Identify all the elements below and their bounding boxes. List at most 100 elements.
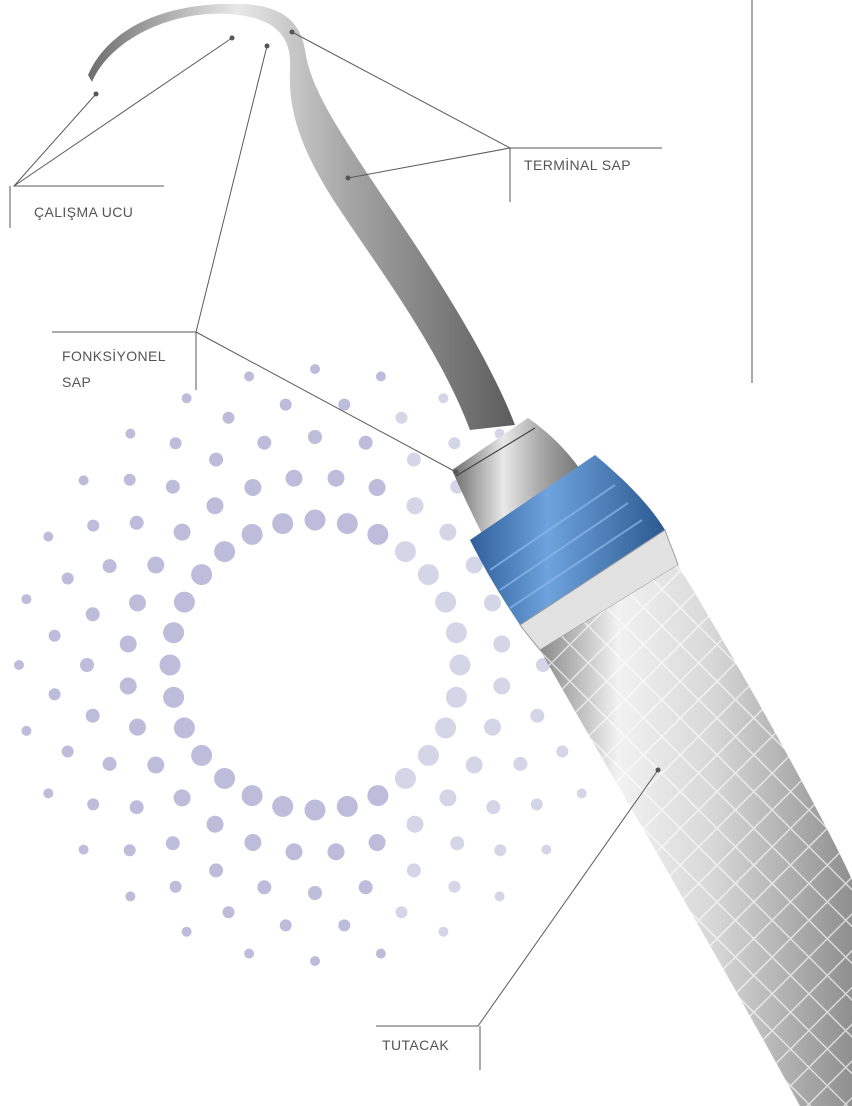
decor-dot <box>556 746 568 758</box>
decor-dot <box>577 788 587 798</box>
label-functional-shank-line2: SAP <box>62 372 91 393</box>
decor-dot <box>244 834 261 851</box>
decor-dot <box>120 678 137 695</box>
decor-dot <box>14 660 24 670</box>
decor-dot <box>493 678 510 695</box>
decor-dot <box>541 845 551 855</box>
decor-dot <box>493 636 510 653</box>
decor-dot <box>43 788 53 798</box>
decor-dot <box>207 497 224 514</box>
decor-dot <box>338 399 350 411</box>
decor-dot <box>359 880 373 894</box>
decor-dot <box>80 658 94 672</box>
decor-dot <box>308 886 322 900</box>
decor-dot <box>438 927 448 937</box>
decor-dot <box>257 436 271 450</box>
decor-dot <box>369 834 386 851</box>
decor-dot <box>103 559 117 573</box>
decor-dot <box>407 497 424 514</box>
leader-working-end-a <box>14 94 164 186</box>
label-handle: TUTACAK <box>382 1035 449 1056</box>
label-working-end: ÇALIŞMA UCU <box>34 202 133 223</box>
decor-dot <box>160 655 181 676</box>
decor-dot <box>191 564 212 585</box>
leader-dot <box>454 470 459 475</box>
decor-dot <box>337 796 358 817</box>
leader-dot <box>656 768 661 773</box>
decor-dot <box>62 746 74 758</box>
decor-dot <box>407 453 421 467</box>
decor-dot <box>280 919 292 931</box>
leader-functional-a <box>196 46 267 332</box>
decor-dot <box>530 709 544 723</box>
leader-dot <box>230 36 235 41</box>
decor-dot <box>174 789 191 806</box>
decor-dot <box>86 709 100 723</box>
decor-dot <box>359 436 373 450</box>
label-terminal-shank: TERMİNAL SAP <box>524 155 631 176</box>
decor-dot <box>130 800 144 814</box>
leader-dot <box>290 30 295 35</box>
decor-dot <box>446 622 467 643</box>
decor-dot <box>286 470 303 487</box>
decor-dot <box>174 717 195 738</box>
decor-dot <box>43 532 53 542</box>
decor-dot <box>438 393 448 403</box>
decor-dot <box>484 719 501 736</box>
decor-dot <box>209 453 223 467</box>
decor-dot <box>395 541 416 562</box>
decor-dot <box>166 836 180 850</box>
decor-dot <box>305 510 326 531</box>
decor-dot <box>337 513 358 534</box>
decor-dot <box>244 371 254 381</box>
decor-dot <box>223 412 235 424</box>
decor-dot <box>209 863 223 877</box>
decor-dot <box>124 474 136 486</box>
decor-dot <box>182 393 192 403</box>
decor-dot <box>125 429 135 439</box>
decor-dot <box>214 541 235 562</box>
decor-dot <box>418 564 439 585</box>
decor-dot <box>49 630 61 642</box>
decor-dot <box>367 785 388 806</box>
decor-dot <box>448 437 460 449</box>
decor-dot <box>49 688 61 700</box>
decor-dot <box>280 399 292 411</box>
decor-dot <box>369 479 386 496</box>
decor-dot <box>486 800 500 814</box>
leader-dot <box>94 92 99 97</box>
decor-dot <box>170 881 182 893</box>
decor-dot <box>147 757 164 774</box>
decor-dot <box>129 719 146 736</box>
leader-terminal-b <box>348 148 510 178</box>
decor-dot <box>79 475 89 485</box>
decor-dot <box>435 592 456 613</box>
decor-dot <box>62 573 74 585</box>
decor-dot <box>244 949 254 959</box>
decor-dot <box>305 800 326 821</box>
decor-dot <box>396 412 408 424</box>
decor-dot <box>376 371 386 381</box>
dental-instrument <box>88 4 852 1106</box>
decor-dot <box>242 524 263 545</box>
decor-dot <box>272 796 293 817</box>
decor-dot <box>376 949 386 959</box>
decor-dot <box>310 956 320 966</box>
decor-dot <box>439 524 456 541</box>
decor-dot <box>328 843 345 860</box>
decor-dot <box>448 881 460 893</box>
decor-dot <box>439 789 456 806</box>
decor-dot <box>513 757 527 771</box>
decor-dot <box>484 594 501 611</box>
decor-dot <box>272 513 293 534</box>
decor-dot <box>466 757 483 774</box>
decor-dot <box>120 636 137 653</box>
decor-dot <box>87 520 99 532</box>
decor-dot <box>129 594 146 611</box>
decor-dot <box>338 919 350 931</box>
decor-dot <box>435 717 456 738</box>
leader-dot <box>346 176 351 181</box>
decor-dot <box>174 524 191 541</box>
decor-dot <box>163 687 184 708</box>
decor-dot <box>21 726 31 736</box>
